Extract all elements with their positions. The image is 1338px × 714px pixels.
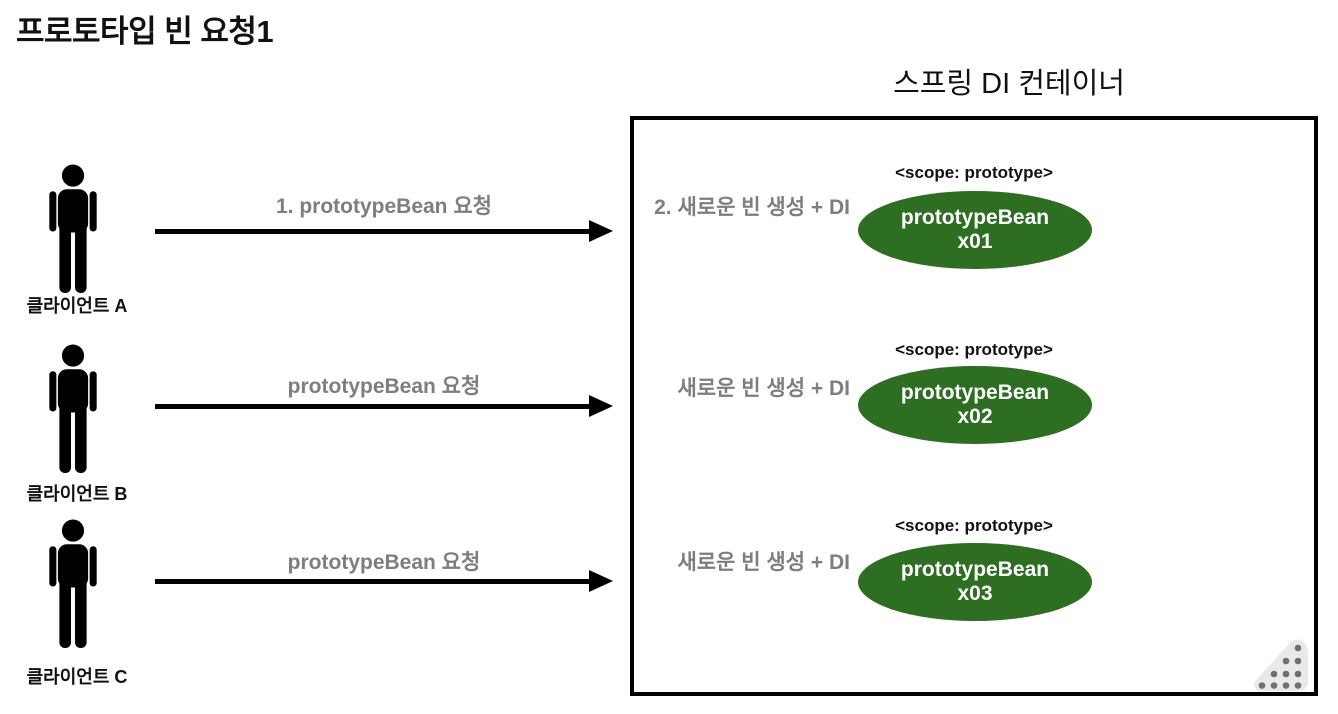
bean-name: prototypeBean bbox=[900, 205, 1050, 229]
person-icon bbox=[49, 344, 97, 473]
scope-label-1: <scope: prototype> bbox=[895, 163, 1053, 182]
arrow-right-icon bbox=[155, 395, 613, 417]
prototype-bean-3: prototypeBean x03 bbox=[858, 543, 1092, 621]
request-label-3: prototypeBean 요청 bbox=[287, 551, 481, 574]
client-c bbox=[47, 519, 99, 653]
dots-triangle-icon bbox=[1254, 639, 1308, 691]
person-icon bbox=[49, 519, 97, 648]
prototype-bean-1: prototypeBean x01 bbox=[858, 191, 1092, 269]
bean-instance: x03 bbox=[957, 582, 993, 605]
bean-name: prototypeBean bbox=[900, 380, 1050, 404]
client-a-label: 클라이언트 A bbox=[26, 296, 128, 316]
prototype-bean-2: prototypeBean x02 bbox=[858, 366, 1092, 444]
page-title: 프로토타입 빈 요청1 bbox=[16, 14, 274, 49]
scope-label-3: <scope: prototype> bbox=[895, 516, 1053, 535]
arrow-right-icon bbox=[155, 570, 613, 592]
bean-action-label-1: 2. 새로운 빈 생성 + DI bbox=[654, 196, 850, 219]
scope-label-2: <scope: prototype> bbox=[895, 340, 1053, 359]
bean-action-label-3: 새로운 빈 생성 + DI bbox=[677, 551, 850, 574]
arrow-right-icon bbox=[155, 220, 613, 242]
client-b bbox=[47, 344, 99, 478]
bean-name: prototypeBean bbox=[900, 557, 1050, 581]
person-icon bbox=[49, 164, 97, 293]
client-b-label: 클라이언트 B bbox=[26, 484, 128, 504]
bean-instance: x02 bbox=[957, 405, 993, 428]
bean-instance: x01 bbox=[957, 230, 993, 253]
request-label-2: prototypeBean 요청 bbox=[287, 375, 481, 398]
di-container-title: 스프링 DI 컨테이너 bbox=[893, 68, 1125, 100]
bean-action-label-2: 새로운 빈 생성 + DI bbox=[677, 377, 850, 400]
request-label-1: 1. prototypeBean 요청 bbox=[275, 195, 492, 218]
client-c-label: 클라이언트 C bbox=[26, 667, 128, 687]
client-a bbox=[47, 164, 99, 298]
